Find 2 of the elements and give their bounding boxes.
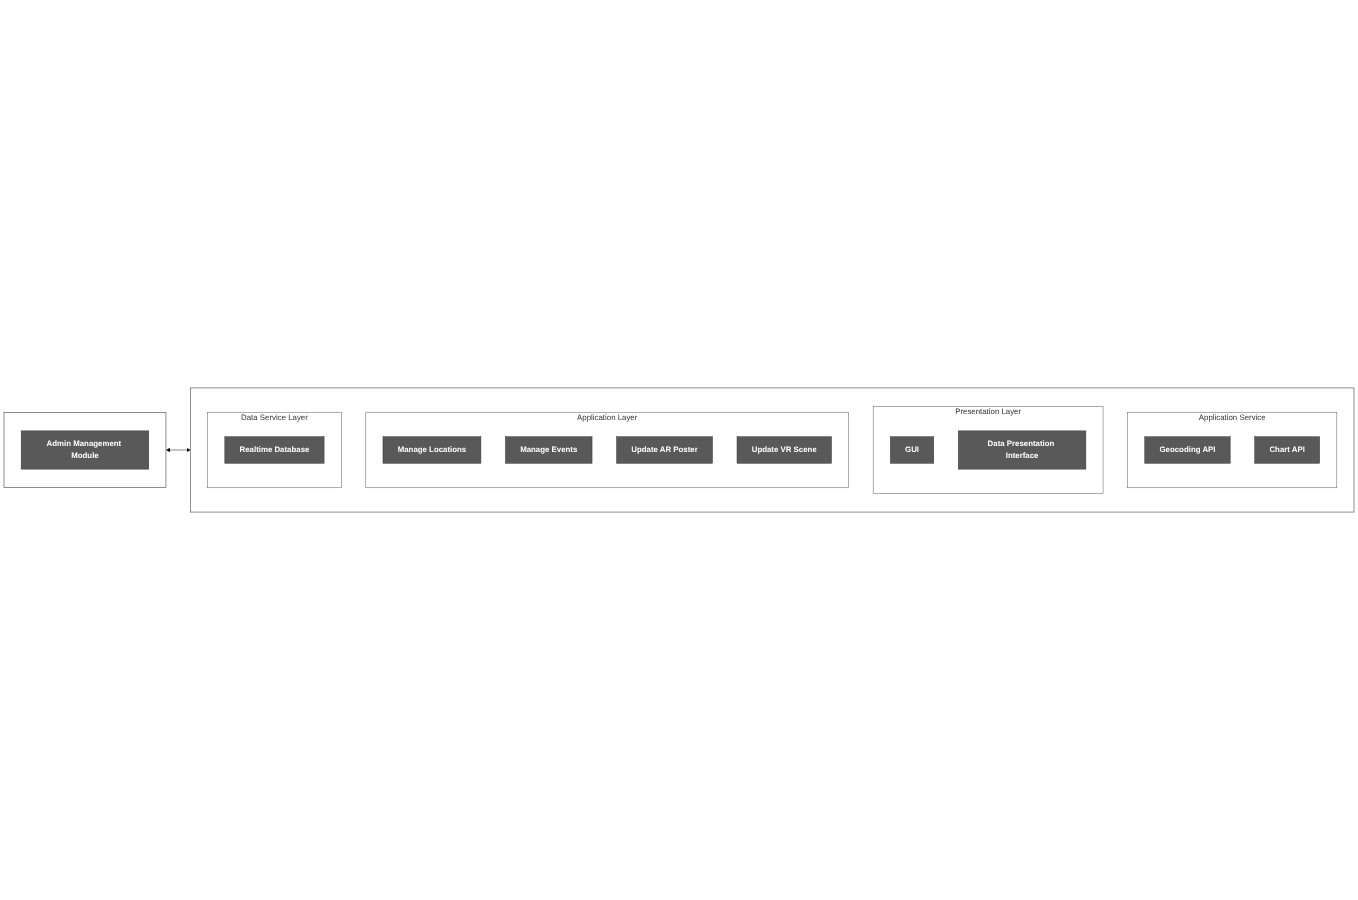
cluster xyxy=(3,412,167,488)
cluster xyxy=(190,387,1355,513)
